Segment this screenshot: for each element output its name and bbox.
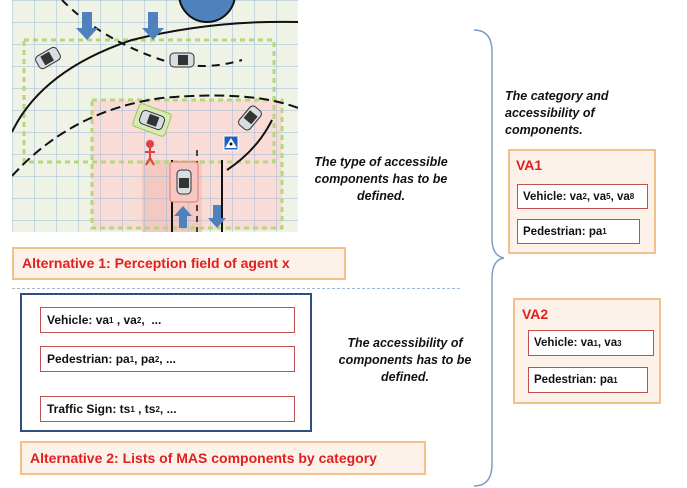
crosswalk-sign-icon: [223, 135, 239, 151]
road-curve-outer: [12, 20, 298, 133]
agent-car-icon: [169, 161, 199, 203]
section-divider: [12, 288, 460, 289]
roundabout: [178, 0, 236, 23]
car-icon: [169, 52, 195, 68]
curly-brace: [473, 29, 505, 487]
alternative2-box: [20, 441, 426, 475]
note-accessible-type: The type of accessible components has to…: [314, 155, 448, 203]
arrow-down-icon: [76, 12, 226, 228]
va2-title: VA2: [522, 306, 549, 322]
road-curve-inner: [12, 94, 298, 177]
perception-dashed-border: [90, 98, 284, 230]
alternative1-label: Alternative 1: Perception field of agent…: [22, 255, 290, 271]
car-icon: [238, 105, 262, 131]
alternative1-box: [12, 247, 346, 280]
perception-field-illustration: [12, 0, 298, 232]
note-accessibility: The accessibility of components has to b…: [338, 336, 472, 384]
car-icon: [132, 103, 172, 137]
perception-scene: [12, 0, 298, 232]
va1-title: VA1: [516, 157, 543, 173]
pedestrian-icon: [145, 140, 155, 166]
alternative2-label: Alternative 2: Lists of MAS components b…: [30, 450, 377, 466]
category-heading: The category and accessibility of compon…: [505, 89, 609, 137]
car-icon: [35, 46, 61, 70]
arrow-up-icon: [174, 206, 192, 228]
